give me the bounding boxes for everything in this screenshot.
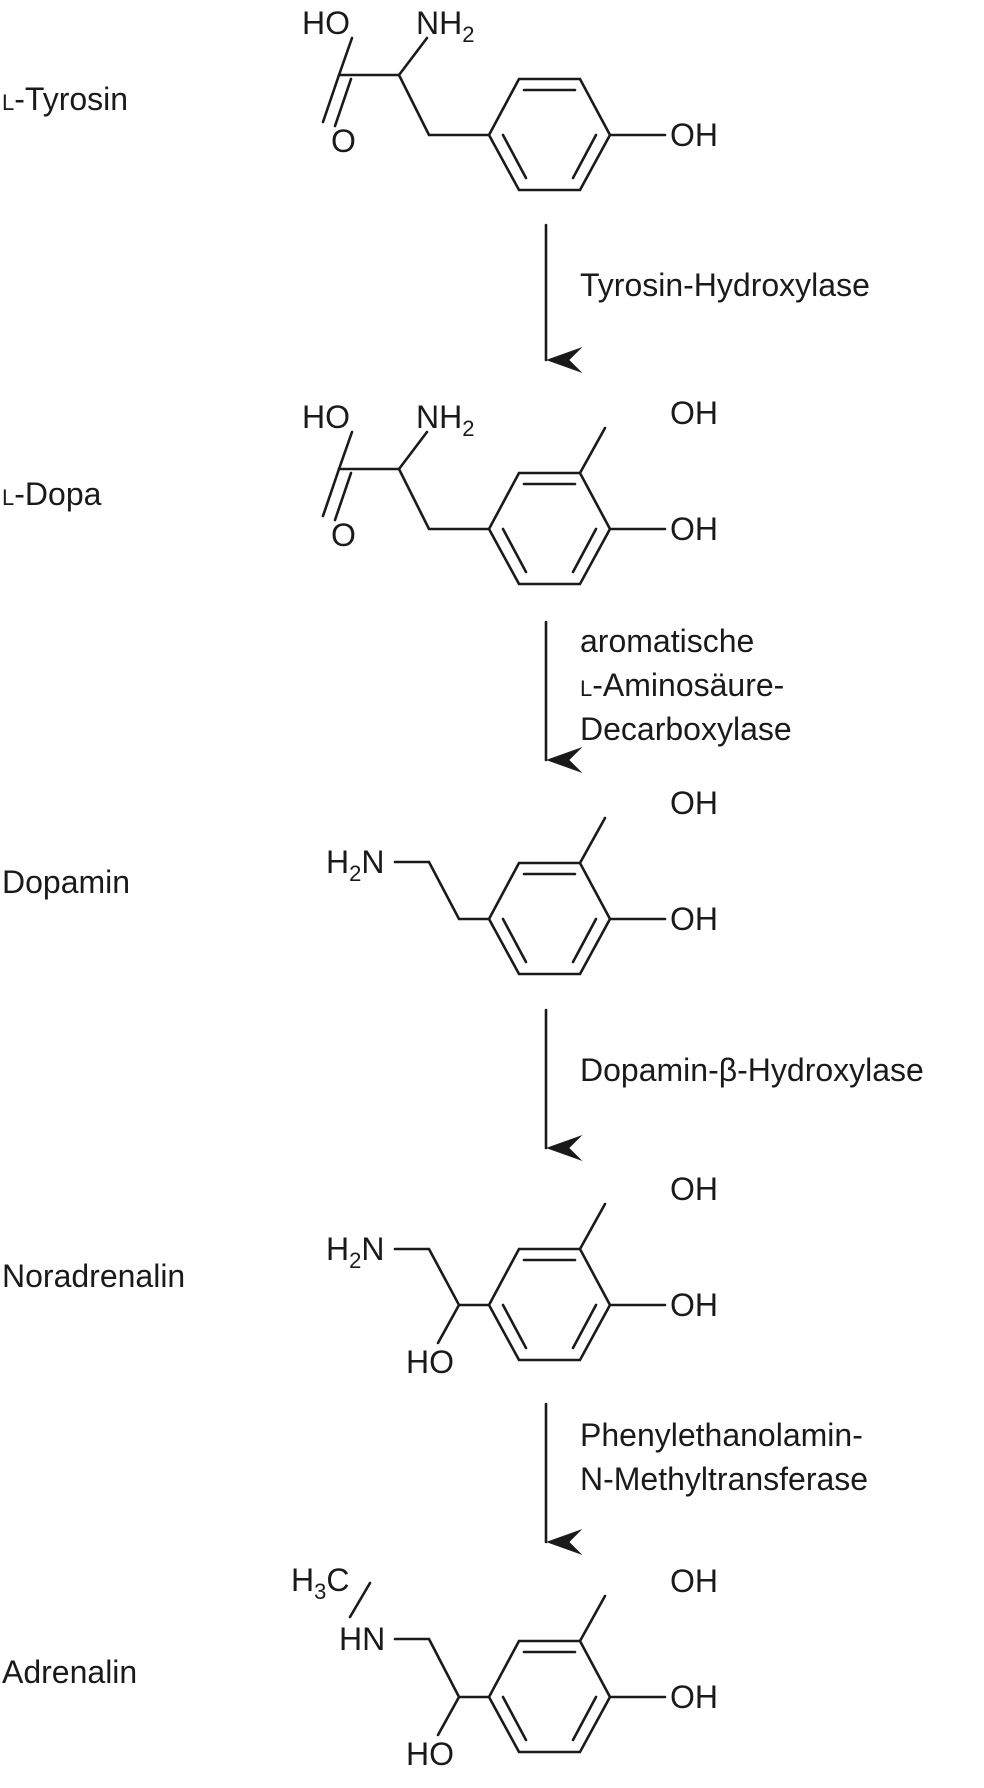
amine-label: NH2 <box>416 399 474 441</box>
amine-label: HN <box>339 1621 385 1657</box>
carbonyl-oxygen-label: O <box>331 517 356 553</box>
enzyme-label-3: Dopamin-β-Hydroxylase <box>580 1052 924 1088</box>
acid-hydroxyl-label: HO <box>302 5 350 41</box>
svg-text:N-Methyltransferase: N-Methyltransferase <box>580 1461 868 1497</box>
benzene-ring <box>487 77 612 192</box>
molecule-dopamin: Dopamin OH OH H2N <box>2 785 718 976</box>
molecule-adrenalin: Adrenalin OH OH H3C HN HO <box>2 1562 718 1772</box>
svg-text:Decarboxylase: Decarboxylase <box>580 711 792 747</box>
compound-name-dopamin: Dopamin <box>2 864 130 900</box>
hydroxyl-para-label: OH <box>670 117 718 153</box>
svg-text:L-Aminosäure-: L-Aminosäure- <box>580 667 784 703</box>
amine-label: H2N <box>326 1231 384 1273</box>
benzene-ring <box>487 1639 612 1754</box>
svg-text:Tyrosin-Hydroxylase: Tyrosin-Hydroxylase <box>580 267 870 303</box>
compound-name-l-dopa: L-Dopa <box>2 476 102 512</box>
acid-hydroxyl-label: HO <box>302 399 350 435</box>
enzyme-label-2: aromatische L-Aminosäure- Decarboxylase <box>580 623 792 747</box>
hydroxyl-top-label: OH <box>670 1171 718 1207</box>
molecule-l-tyrosin: L-Tyrosin OH HO O NH2 <box>2 5 718 192</box>
carbonyl-oxygen-label: O <box>331 123 356 159</box>
compound-name-noradrenalin: Noradrenalin <box>2 1258 185 1294</box>
hydroxyl-top-label: OH <box>670 785 718 821</box>
hydroxyl-top-label: OH <box>670 395 718 431</box>
svg-text:aromatische: aromatische <box>580 623 754 659</box>
benzene-ring <box>487 861 612 976</box>
benzene-ring <box>487 471 612 586</box>
hydroxyl-para-label: OH <box>670 511 718 547</box>
hydroxyl-para-label: OH <box>670 1287 718 1323</box>
side-hydroxyl-label: HO <box>406 1736 454 1772</box>
svg-text:Phenylethanolamin-: Phenylethanolamin- <box>580 1417 863 1453</box>
molecule-l-dopa: L-Dopa OH OH HO O NH2 <box>2 395 718 586</box>
amine-label: H2N <box>326 844 384 886</box>
benzene-ring <box>487 1247 612 1362</box>
methyl-label: H3C <box>291 1562 349 1604</box>
compound-name-adrenalin: Adrenalin <box>2 1654 137 1690</box>
hydroxyl-top-label: OH <box>670 1563 718 1599</box>
enzyme-label-1: Tyrosin-Hydroxylase <box>580 267 870 303</box>
amine-label: NH2 <box>416 5 474 47</box>
svg-text:Dopamin-β-Hydroxylase: Dopamin-β-Hydroxylase <box>580 1052 924 1088</box>
molecule-noradrenalin: Noradrenalin OH OH H2N HO <box>2 1171 718 1380</box>
compound-name-l-tyrosin: L-Tyrosin <box>2 81 128 117</box>
enzyme-label-4: Phenylethanolamin- N-Methyltransferase <box>580 1417 868 1497</box>
side-hydroxyl-label: HO <box>406 1344 454 1380</box>
hydroxyl-para-label: OH <box>670 1679 718 1715</box>
hydroxyl-para-label: OH <box>670 901 718 937</box>
